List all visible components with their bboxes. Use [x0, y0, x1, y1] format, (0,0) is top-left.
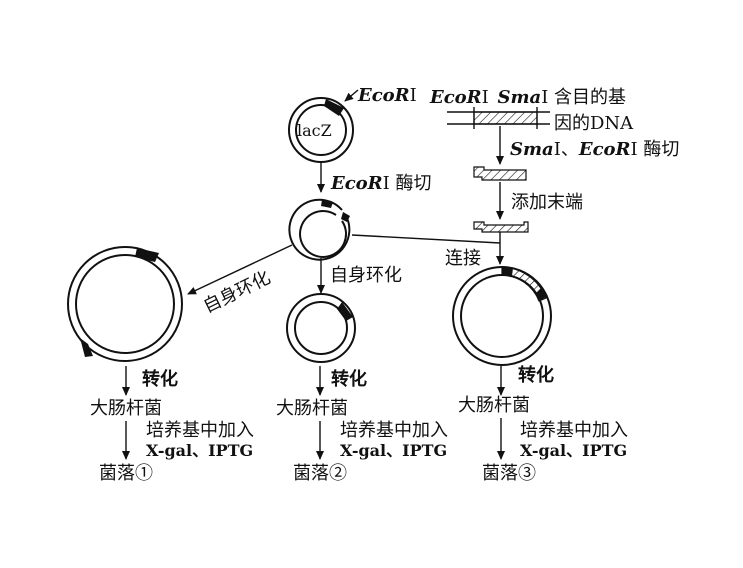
inserted-gene-segment — [501, 266, 547, 302]
target-gene-label-1: 含目的基 — [554, 87, 626, 108]
dna-sites-label: EcoRⅠ SmaⅠ — [429, 87, 548, 108]
medium-label-2b: X-gal、IPTG — [340, 441, 447, 460]
medium-label-2a: 培养基中加入 — [340, 420, 448, 441]
digested-fragment — [473, 166, 527, 181]
plasmid-original: lacZ — [288, 97, 354, 163]
target-gene-segment — [473, 111, 538, 125]
lacz-label: lacZ — [297, 121, 332, 140]
lacz-gene-mark — [324, 99, 344, 116]
medium-label-1a: 培养基中加入 — [146, 420, 254, 441]
arrow-self-circularize-1 — [187, 244, 293, 295]
target-gene-label-2: 因的DNA — [554, 113, 634, 134]
ecoli-label-2: 大肠杆菌 — [276, 398, 348, 419]
colony-2-label: 菌落② — [293, 463, 347, 484]
self-circularize-label-1: 自身环化 — [200, 267, 274, 317]
medium-label-3b: X-gal、IPTG — [520, 441, 627, 460]
plasmid-linearized — [288, 198, 351, 261]
plasmid-small-recircularized — [286, 293, 356, 363]
plasmid-recombinant — [452, 266, 552, 366]
transform-label-1: 转化 — [142, 368, 178, 390]
ligation-line-plasmid — [351, 234, 501, 244]
target-dna — [447, 107, 550, 129]
colony-3-label: 菌落③ — [482, 463, 536, 484]
smai-ecori-digest-label: SmaⅠ、EcoRⅠ 酶切 — [510, 139, 679, 160]
transform-label-2: 转化 — [331, 368, 367, 390]
medium-label-1b: X-gal、IPTG — [146, 441, 253, 460]
ecori-digest-label: EcoRⅠ 酶切 — [330, 173, 432, 194]
ecori-top-label: EcoRⅠ — [357, 85, 417, 106]
plasmid-large-recircularized — [67, 246, 183, 362]
add-ends-label: 添加末端 — [511, 192, 583, 213]
ecori-site-pointer — [344, 89, 359, 102]
colony-1-label: 菌落① — [99, 463, 153, 484]
transform-label-3: 转化 — [518, 364, 554, 386]
medium-label-3a: 培养基中加入 — [520, 420, 628, 441]
fragment-with-ends — [473, 221, 529, 233]
plasmid-inner-ring — [295, 104, 347, 156]
self-circularize-label-2: 自身环化 — [330, 265, 402, 286]
ligation-label: 连接 — [445, 248, 481, 269]
ecoli-label-1: 大肠杆菌 — [90, 398, 162, 419]
ecoli-label-3: 大肠杆菌 — [458, 395, 530, 416]
